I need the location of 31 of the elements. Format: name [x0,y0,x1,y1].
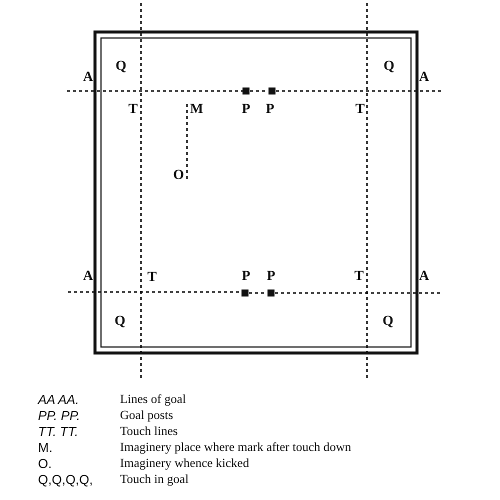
field-letter: Q [384,60,394,74]
key-description: Imaginery place where mark after touch down [120,441,352,454]
key-description: Touch lines [120,425,178,438]
field-letter: A [418,71,430,85]
dotted-line [186,104,188,180]
key-letters: M. [38,441,52,454]
field-letter: M [187,103,204,117]
key-description: Goal posts [120,409,174,422]
field-letter: A [82,270,94,284]
key-letters: PP. PP. [38,409,80,422]
field-letter: A [418,270,430,284]
key-letters: O. [38,457,52,470]
key-letters: AA AA. [38,393,79,406]
field-letter: Q [382,315,394,329]
field-letter: T [355,103,365,117]
field-letter: P [242,103,250,117]
field-letter: T [354,270,364,284]
field-letter: P [266,270,276,284]
key-letters: TT. TT. [38,425,78,438]
field-letter: Q [116,60,126,74]
field-letter: O [173,169,187,183]
field-letter: P [242,270,250,284]
field-letter: P [266,103,274,117]
key-letters: Q,Q,Q,Q, [38,473,93,486]
key-description: Imaginery whence kicked [120,457,250,470]
key-description: Lines of goal [120,393,186,406]
field-letter: T [128,103,138,117]
field-letter: Q [114,315,126,329]
field-letter: T [147,271,157,285]
field-letter: A [82,71,94,85]
key-description: Touch in goal [120,473,189,486]
